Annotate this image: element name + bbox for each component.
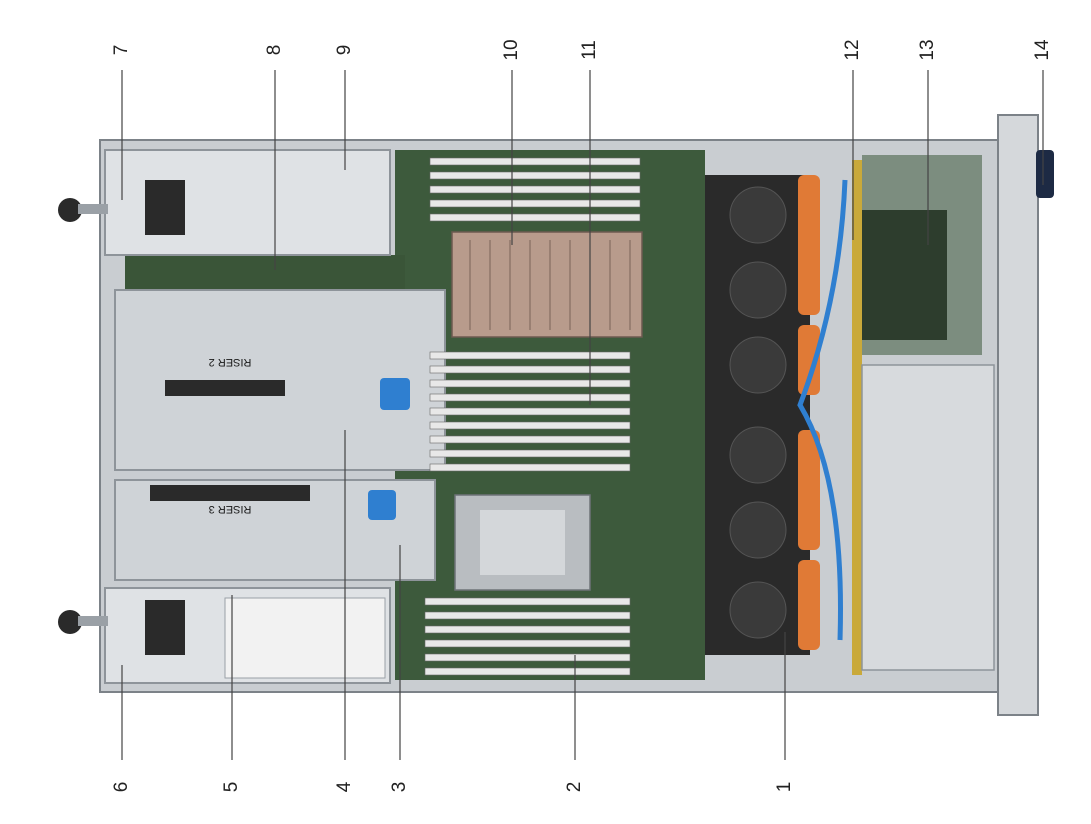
drive-backplane [852, 160, 862, 675]
processor-socket-cover [480, 510, 565, 575]
processor-heatsink [451, 231, 643, 338]
psu-blank [224, 597, 386, 679]
dimm-bank-upper [429, 157, 641, 472]
riser-2-slot [165, 380, 285, 396]
callout-1: 1 [774, 781, 795, 793]
callout-6: 6 [111, 781, 132, 793]
callout-3: 3 [389, 781, 410, 793]
callout-7: 7 [111, 44, 132, 56]
front-badge [1036, 150, 1054, 198]
dimm-bank-lower [424, 597, 631, 676]
callout-5: 5 [221, 781, 242, 793]
raid-board [862, 155, 982, 355]
callout-4: 4 [334, 781, 355, 793]
psu-1-handle [58, 198, 82, 222]
callout-11: 11 [579, 40, 600, 60]
callout-9: 9 [334, 44, 355, 56]
drive-cage [861, 364, 995, 671]
psu-2-handle [58, 610, 82, 634]
riser-2-blue-latch [380, 378, 410, 410]
psu-1-handle-bar [78, 204, 108, 214]
psu-2-handle-bar [78, 616, 108, 626]
riser-3-label: RISER 3 [209, 503, 252, 515]
blue-cable [797, 179, 848, 641]
callout-13: 13 [917, 39, 938, 61]
psu-2-vent [145, 600, 185, 655]
callout-14: 14 [1032, 39, 1053, 61]
callout-10: 10 [501, 39, 522, 61]
front-bezel [997, 114, 1039, 716]
callout-8: 8 [264, 44, 285, 56]
psu-1 [104, 149, 391, 256]
callout-leaders [121, 70, 1044, 760]
riser-3-slot [150, 485, 310, 501]
callout-12: 12 [842, 39, 863, 61]
riser-3-blue-latch [368, 490, 396, 520]
callout-2: 2 [564, 781, 585, 793]
psu-1-vent [145, 180, 185, 235]
riser-2-label: RISER 2 [209, 356, 252, 368]
cooling-fans [705, 175, 820, 655]
